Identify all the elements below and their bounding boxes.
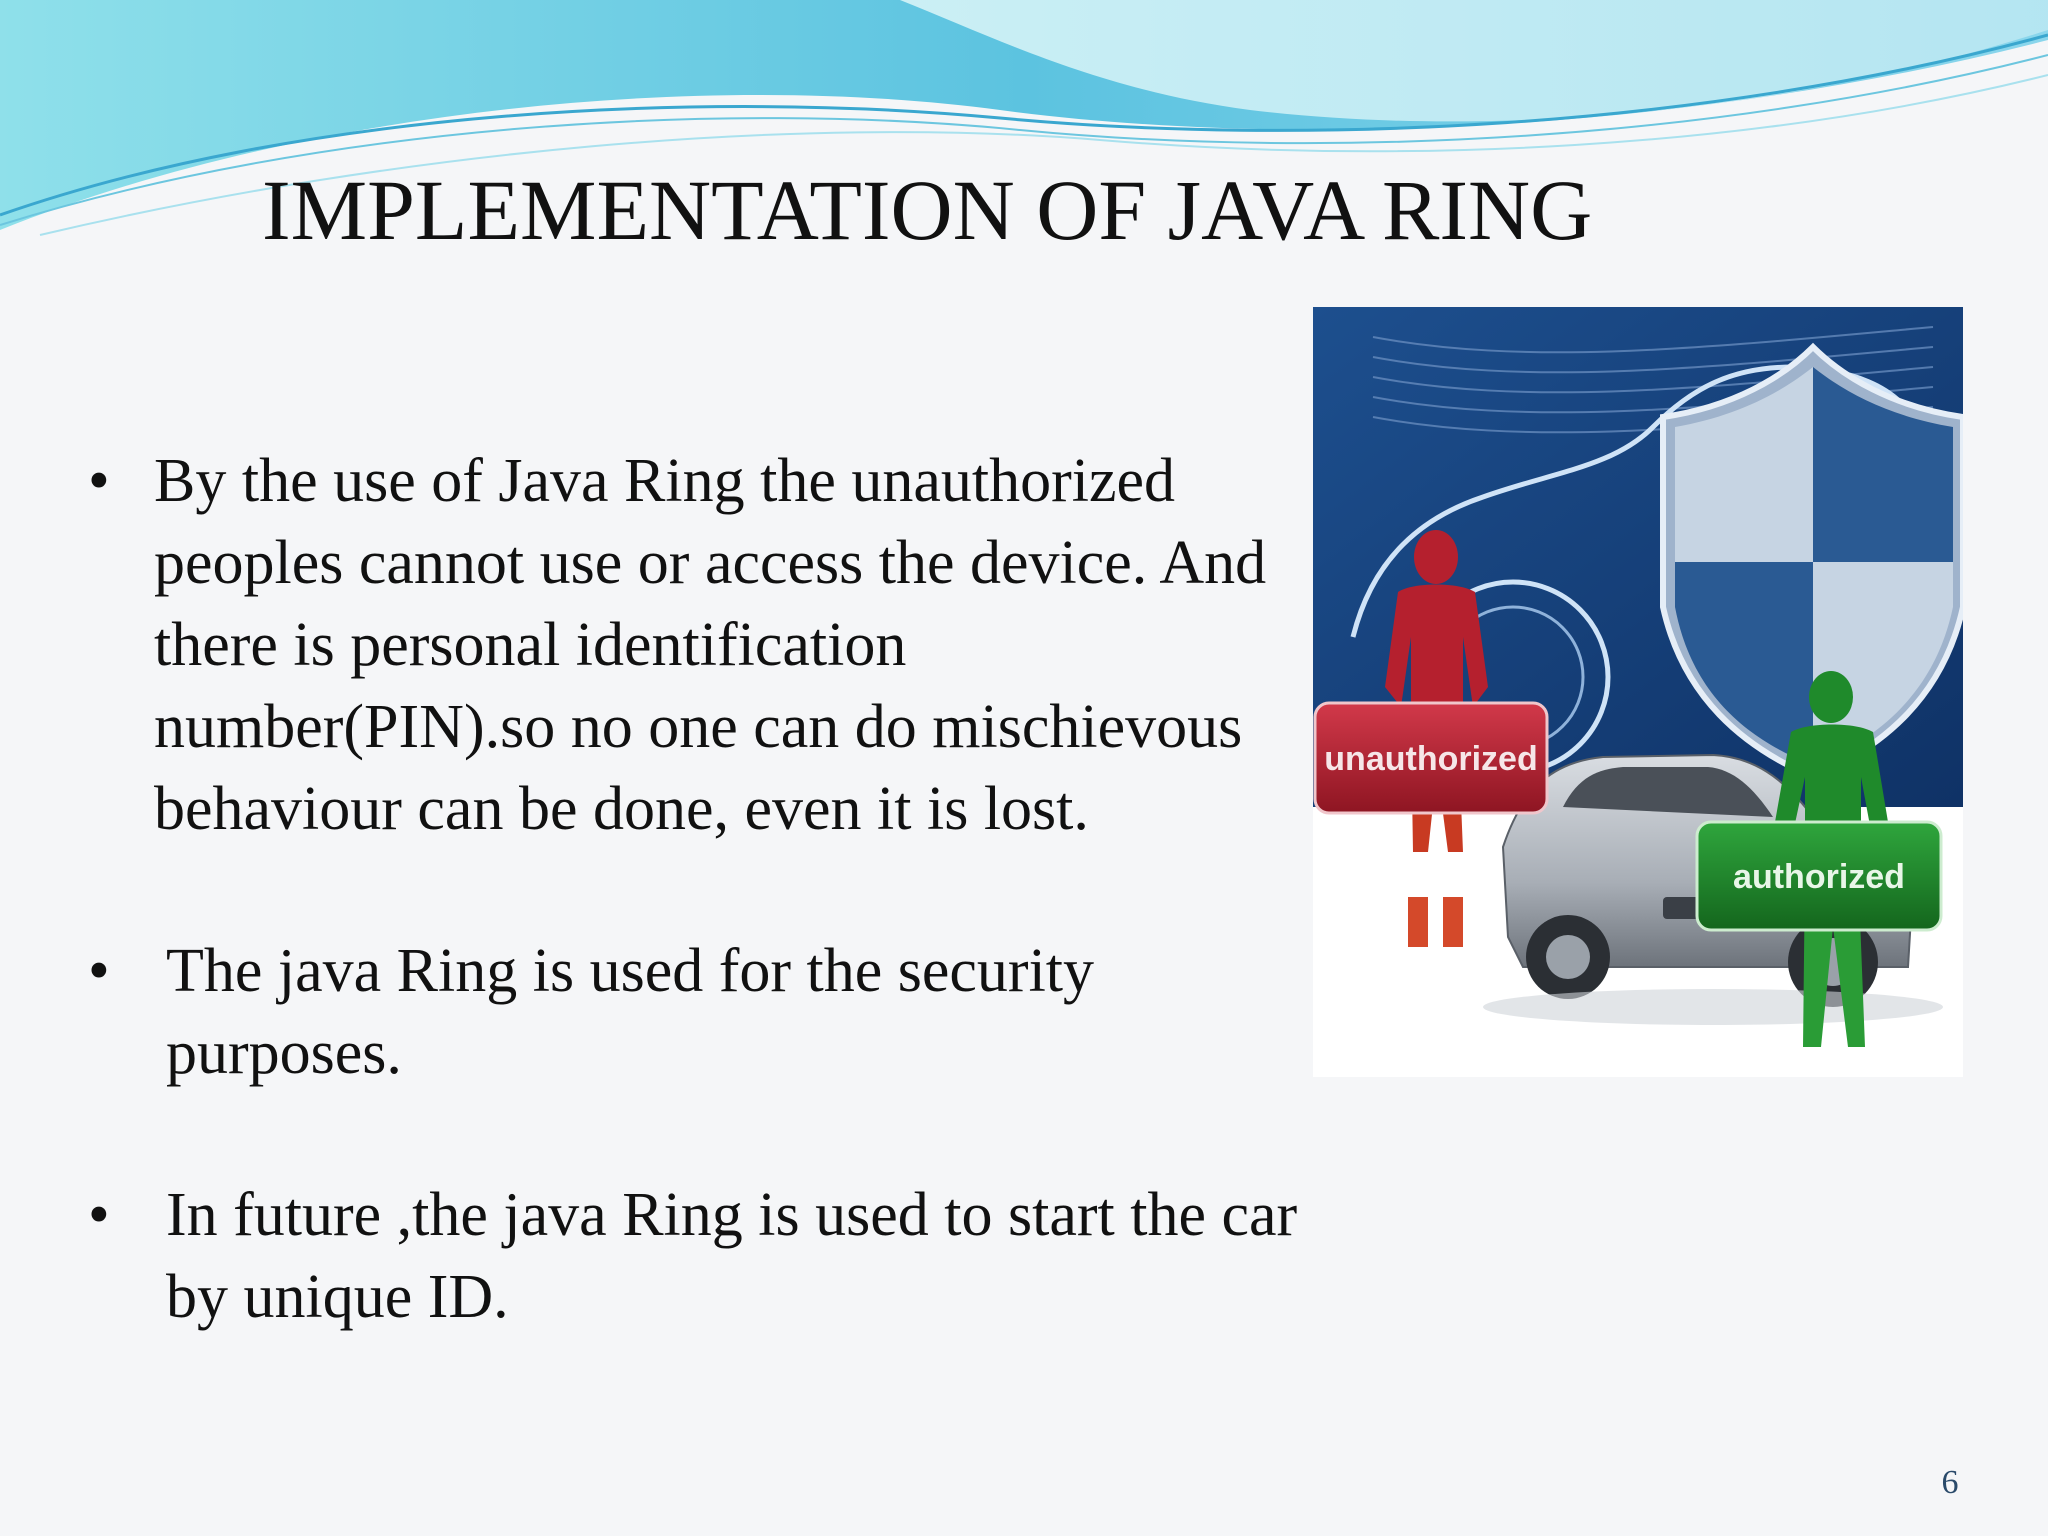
header-wave-banner <box>0 0 2048 236</box>
security-illustration: unauthorized authorized <box>1313 307 1963 1077</box>
bullet-symbol: • <box>88 447 110 515</box>
bullet-symbol: • <box>88 1181 110 1249</box>
bullet-item: • In future ,the java Ring is used to st… <box>80 1174 1320 1338</box>
authorized-badge: authorized <box>1695 820 1943 932</box>
unauthorized-label: unauthorized <box>1324 740 1537 778</box>
bullet-text: The java Ring is used for the security p… <box>166 937 1095 1087</box>
bullet-symbol: • <box>88 937 110 1005</box>
page-number: 6 <box>1941 1464 1959 1501</box>
shield-icon <box>1660 342 1963 781</box>
bullet-item: • The java Ring is used for the security… <box>80 930 1320 1094</box>
bullet-text: By the use of Java Ring the unauthorized… <box>154 447 1267 843</box>
bullet-text: In future ,the java Ring is used to star… <box>166 1181 1298 1331</box>
bullet-item: • By the use of Java Ring the unauthoriz… <box>80 440 1320 850</box>
bullet-list: • By the use of Java Ring the unauthoriz… <box>80 440 1320 1338</box>
slide-title: IMPLEMENTATION OF JAVA RING <box>262 162 1593 258</box>
authorized-label: authorized <box>1733 858 1905 896</box>
unauthorized-badge: unauthorized <box>1313 701 1549 815</box>
